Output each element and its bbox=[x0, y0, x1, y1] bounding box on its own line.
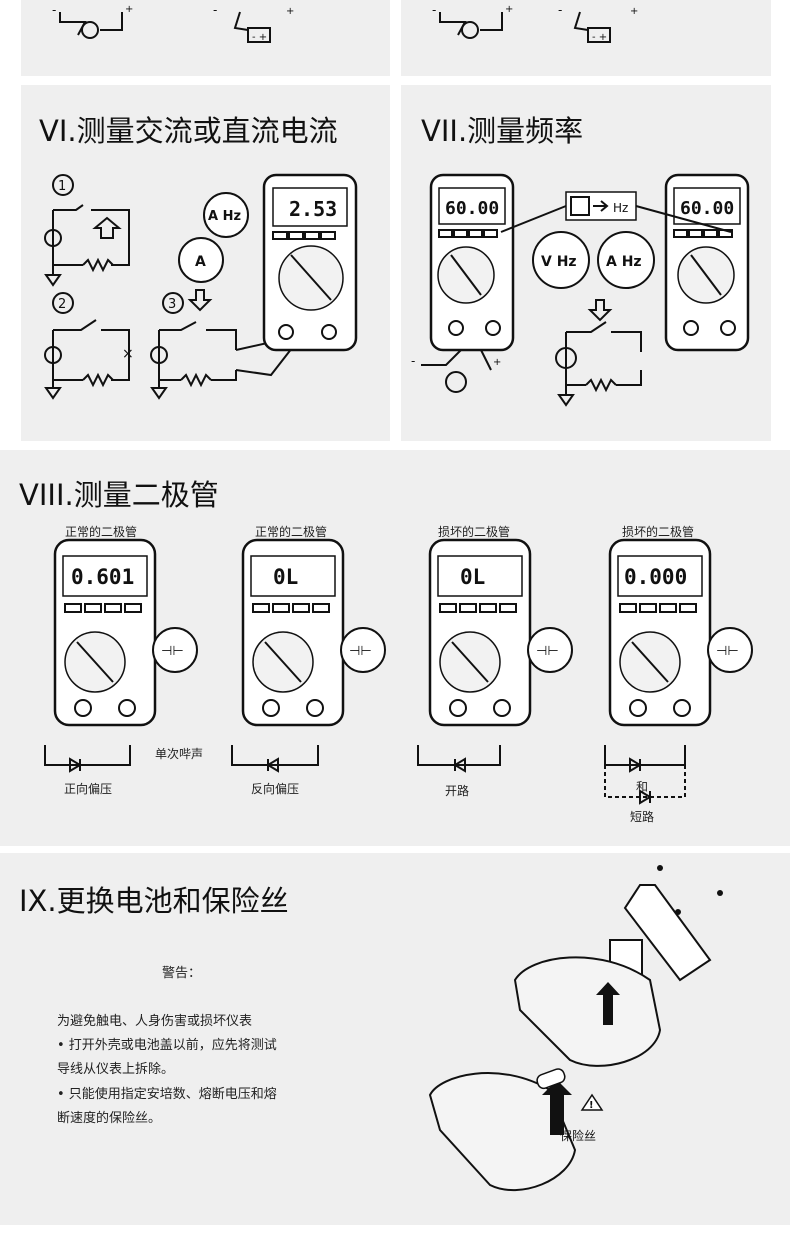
s7-lcd-right: 60.00 bbox=[680, 198, 734, 219]
diode-1-heading: 正常的二极管 bbox=[65, 525, 138, 539]
svg-text:-: - bbox=[558, 3, 562, 17]
diode-meter-1: 0.601 ⊣⊢ bbox=[53, 538, 198, 727]
svg-text:-: - bbox=[432, 3, 436, 17]
svg-text:!: ! bbox=[589, 1100, 594, 1111]
diode-3-heading: 损坏的二极管 bbox=[438, 525, 511, 539]
top-left-panel bbox=[21, 0, 390, 76]
svg-text:+: + bbox=[630, 6, 638, 17]
diode-2-heading: 正常的二极管 bbox=[255, 525, 328, 539]
svg-text:+: + bbox=[125, 4, 133, 15]
section-ix-title: IX.更换电池和保险丝 bbox=[19, 884, 289, 918]
fuse-label: 保险丝 bbox=[560, 1128, 596, 1143]
diode-3-lcd: 0L bbox=[460, 565, 485, 589]
svg-text:⊣⊢: ⊣⊢ bbox=[161, 644, 184, 659]
section-vi-title: VI.测量交流或直流电流 bbox=[39, 114, 338, 148]
svg-text:- +: - + bbox=[592, 32, 607, 43]
diode-meter-3: 0L ⊣⊢ bbox=[428, 538, 573, 727]
s7-lcd-left: 60.00 bbox=[445, 198, 499, 219]
section-vi-diagram: 1 2 × 3 2.53 A Hz A bbox=[44, 173, 358, 400]
svg-text:⊣⊢: ⊣⊢ bbox=[536, 644, 559, 659]
diode-4-heading: 损坏的二极管 bbox=[622, 525, 695, 539]
top-left-probe-diagram: - + - + + - bbox=[52, 3, 294, 43]
diode-1-note: 单次哔声 bbox=[155, 747, 204, 761]
diode-3-caption: 开路 bbox=[445, 784, 470, 798]
s6-knob-dc: A bbox=[195, 254, 206, 270]
top-right-probe-diagram: - + - + + - bbox=[432, 3, 638, 43]
diode-2-lcd: 0L bbox=[273, 565, 298, 589]
diode-4-lcd: 0.000 bbox=[624, 565, 687, 589]
warning-line-2: • 打开外壳或电池盖以前，应先将测试 bbox=[57, 1038, 277, 1053]
diode-2-caption: 反向偏压 bbox=[251, 782, 300, 796]
diode-meter-4: 0.000 ⊣⊢ bbox=[608, 538, 753, 727]
svg-text:-: - bbox=[213, 3, 217, 17]
s7-knob-v: V Hz bbox=[541, 254, 577, 270]
svg-text:+: + bbox=[505, 4, 513, 15]
svg-text:-: - bbox=[411, 354, 415, 368]
svg-text:-: - bbox=[52, 3, 56, 17]
diode-1-caption: 正向偏压 bbox=[64, 782, 113, 796]
diode-1-lcd: 0.601 bbox=[71, 565, 134, 589]
svg-text:- +: - + bbox=[252, 32, 267, 43]
section-viii-meters: 0.601 ⊣⊢ 0L ⊣⊢ 0L ⊣⊢ 0.000 bbox=[44, 538, 753, 805]
section-vii-title: VII.测量频率 bbox=[421, 114, 584, 148]
diode-4-note: 和 bbox=[636, 780, 649, 794]
diode-meter-2: 0L ⊣⊢ bbox=[241, 538, 386, 727]
svg-text:⊣⊢: ⊣⊢ bbox=[716, 644, 739, 659]
s7-knob-a: A Hz bbox=[606, 254, 642, 270]
warning-line-1: 为避免触电、人身伤害或损坏仪表 bbox=[57, 1014, 253, 1029]
section-vii-diagram: 60.00 60.00 Hz V Hz A Hz - + bbox=[411, 173, 750, 407]
s6-knob-ac: A Hz bbox=[208, 209, 241, 224]
svg-text:⊣⊢: ⊣⊢ bbox=[349, 644, 372, 659]
s7-hz-label: Hz bbox=[613, 201, 628, 215]
svg-text:+: + bbox=[493, 357, 501, 368]
s6-lcd: 2.53 bbox=[289, 197, 337, 221]
step-1-label: 1 bbox=[58, 179, 66, 194]
diode-4-caption: 短路 bbox=[630, 810, 655, 824]
warning-line-5: 断速度的保险丝。 bbox=[57, 1111, 162, 1126]
warning-line-4: • 只能使用指定安培数、熔断电压和熔 bbox=[57, 1087, 277, 1102]
svg-text:×: × bbox=[122, 346, 134, 362]
warning-line-3: 导线从仪表上拆除。 bbox=[57, 1062, 175, 1077]
section-viii-title: VIII.测量二极管 bbox=[19, 478, 219, 512]
step-2-label: 2 bbox=[58, 297, 66, 312]
warning-heading: 警告： bbox=[162, 966, 202, 981]
top-right-panel bbox=[401, 0, 771, 76]
step-3-label: 3 bbox=[168, 297, 176, 312]
svg-text:+: + bbox=[286, 6, 294, 17]
battery-fuse-exploded-diagram: ! 保险丝 bbox=[428, 865, 723, 1191]
